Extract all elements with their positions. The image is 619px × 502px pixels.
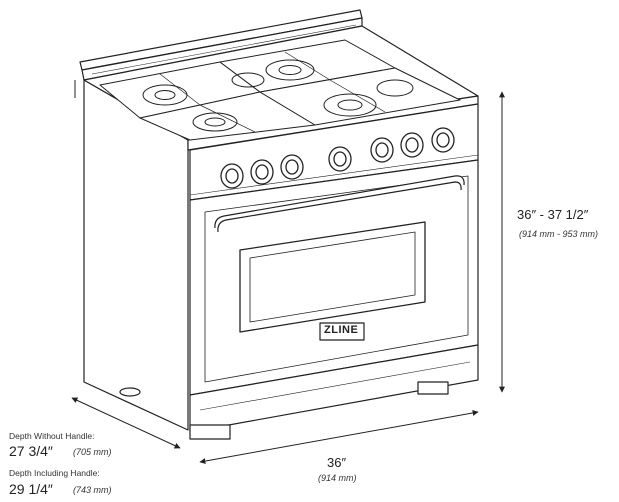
depth-including-handle-label: Depth Including Handle: <box>9 468 100 478</box>
leg-front-right <box>417 381 449 395</box>
leg-front-left <box>189 424 231 440</box>
burner-grate <box>99 39 461 141</box>
depth-without-handle-metric: (705 mm) <box>73 447 112 457</box>
height-dimension-imperial: 36″ - 37 1/2″ <box>517 207 589 222</box>
width-dimension-imperial: 36″ <box>327 455 347 470</box>
back-guard <box>79 9 363 81</box>
width-dimension-metric: (914 mm) <box>318 473 357 483</box>
control-knob <box>220 127 455 189</box>
oven-handle <box>214 175 465 233</box>
brand-badge: ZLINE <box>324 324 359 336</box>
depth-including-handle-imperial: 29 1/4″ <box>9 481 53 497</box>
brand-badge-frame <box>319 322 365 341</box>
oven-window <box>239 221 426 333</box>
height-dimension-metric: (914 mm - 953 mm) <box>519 229 599 239</box>
dimension-arrow <box>71 91 505 464</box>
depth-without-handle-label: Depth Without Handle: <box>9 431 95 441</box>
depth-including-handle-metric: (743 mm) <box>73 485 112 495</box>
depth-without-handle-imperial: 27 3/4″ <box>9 443 53 459</box>
